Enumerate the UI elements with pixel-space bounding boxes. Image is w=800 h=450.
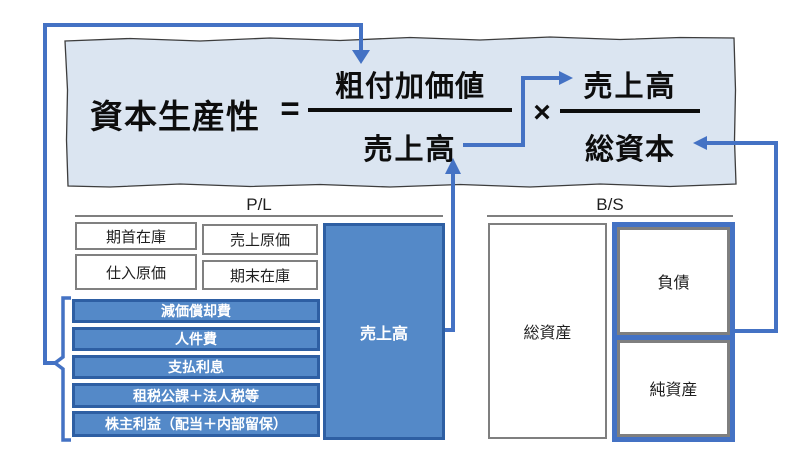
fraction1-numerator: 粗付加価値 <box>334 71 485 103</box>
pl-section-rule <box>75 215 443 217</box>
fraction1-denominator: 売上高 <box>363 134 457 166</box>
box-closing-inventory: 期末在庫 <box>202 260 318 290</box>
box-purchase-cost: 仕入原価 <box>75 254 197 290</box>
box-depreciation: 減価償却費 <box>72 299 320 323</box>
box-taxes: 租税公課＋法人税等 <box>72 383 320 408</box>
box-total-assets: 総資産 <box>488 223 607 439</box>
box-personnel-cost: 人件費 <box>72 327 320 351</box>
expense-bracket <box>52 296 71 442</box>
arrowhead-down-value-added <box>352 50 370 64</box>
formula-band <box>64 36 737 188</box>
bs-section-label: B/S <box>596 195 624 214</box>
pl-section-label: P/L <box>246 195 272 214</box>
multiply-sign: × <box>533 96 551 129</box>
arrowhead-left-capital <box>693 136 707 150</box>
fraction2-denominator: 総資本 <box>584 134 675 166</box>
box-opening-inventory: 期首在庫 <box>75 222 197 250</box>
box-interest-paid: 支払利息 <box>72 355 320 379</box>
arrow-bs-to-capital <box>707 141 778 333</box>
arrow-sales-to-denominator <box>445 174 455 332</box>
box-liabilities: 負債 <box>617 227 730 335</box>
fraction2-numerator: 売上高 <box>583 71 677 103</box>
formula-lhs: 資本生産性 <box>90 98 260 135</box>
arrow-sales-to-sales <box>463 76 559 147</box>
fraction2-bar <box>560 109 700 113</box>
bs-section-rule <box>487 215 733 217</box>
arrowhead-right-sales <box>559 71 573 85</box>
box-sales: 売上高 <box>323 223 445 440</box>
equals-sign: = <box>280 90 300 127</box>
bs-right-container: 負債 純資産 <box>612 222 735 442</box>
arrow-expenses-to-value-added <box>43 23 363 365</box>
box-cost-of-sales: 売上原価 <box>202 224 318 255</box>
fraction1-bar <box>308 108 512 112</box>
box-shareholder-profit: 株主利益（配当＋内部留保） <box>72 411 320 437</box>
box-net-assets: 純資産 <box>617 339 730 437</box>
arrowhead-up-sales <box>445 158 461 174</box>
